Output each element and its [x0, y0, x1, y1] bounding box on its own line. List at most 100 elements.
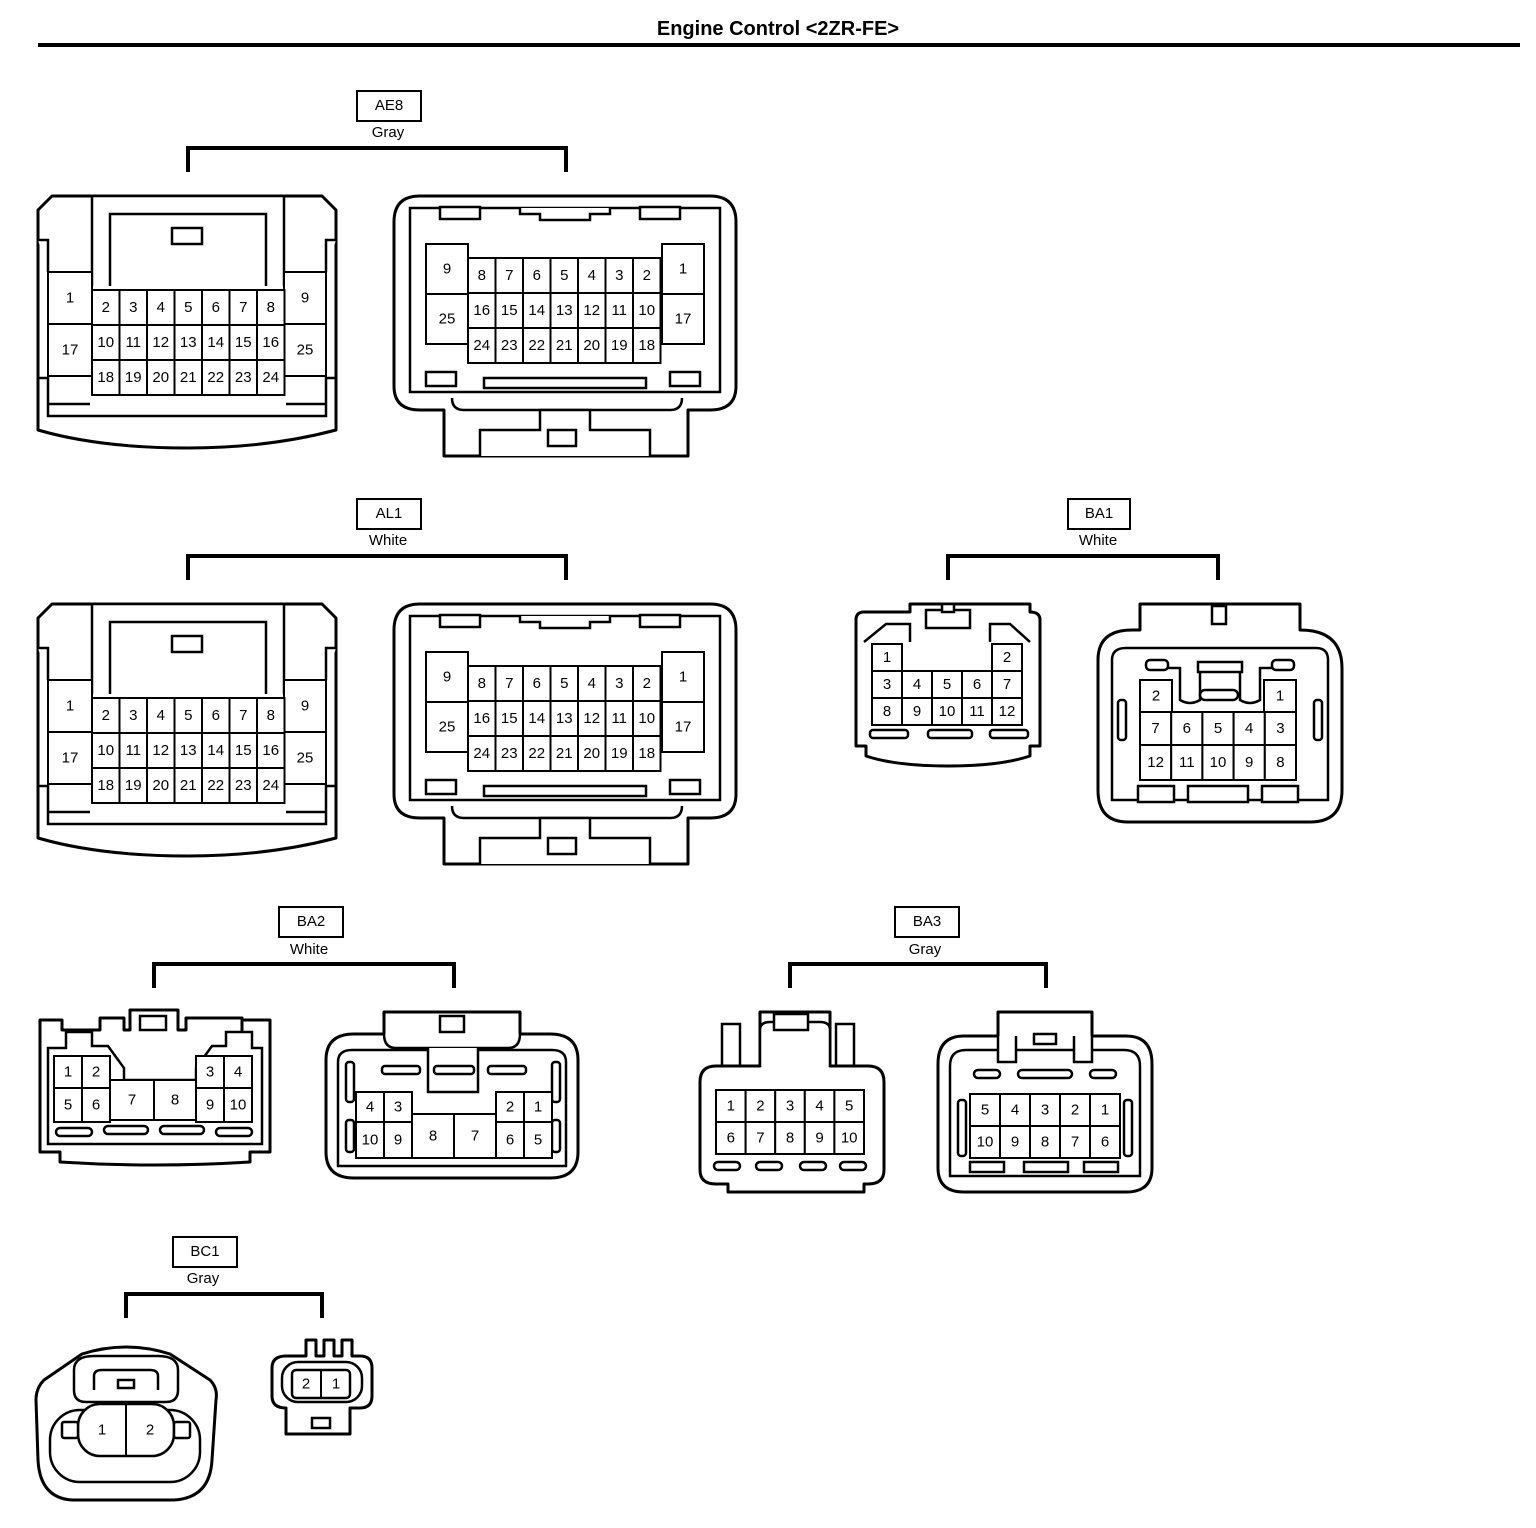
- pin-cavity: [201, 324, 231, 361]
- pin-cavity: [774, 1089, 806, 1123]
- pin-number: 6: [533, 267, 541, 284]
- pin-cavity: [173, 324, 203, 361]
- pin-cavity: [467, 700, 497, 737]
- pin-cavity: [991, 697, 1023, 726]
- pin-number: 2: [506, 1099, 514, 1116]
- pin-number: 10: [841, 1130, 858, 1147]
- pin-cavity: [661, 701, 705, 753]
- pin-cavity: [494, 735, 524, 772]
- pin-number: 9: [301, 290, 309, 307]
- pin-cavity: [803, 1089, 836, 1123]
- pin-number: 13: [556, 710, 573, 727]
- connector-skirt: [450, 805, 684, 820]
- pin-cavity: [91, 324, 121, 361]
- pin-number: 5: [943, 676, 951, 693]
- connector-side-rib: [38, 646, 336, 680]
- connector-base-rib: [38, 784, 336, 826]
- pin-number: 1: [679, 669, 687, 686]
- pin-cavity: [1201, 744, 1235, 781]
- connector-rib: [550, 1118, 562, 1154]
- pin-number: 8: [786, 1130, 794, 1147]
- connector-rib: [1082, 1160, 1120, 1174]
- connector-rib: [712, 1160, 742, 1172]
- pin-number: 13: [556, 302, 573, 319]
- pin-number: 17: [62, 750, 79, 767]
- pin-number: 15: [235, 742, 252, 759]
- pin-number: 9: [1011, 1134, 1019, 1151]
- pin-number: 5: [1214, 720, 1222, 737]
- pin-cavity: [47, 271, 93, 325]
- pin-number: 17: [62, 342, 79, 359]
- pin-number: 12: [583, 302, 600, 319]
- pin-number: 3: [394, 1099, 402, 1116]
- pin-number: 1: [332, 1376, 340, 1393]
- pin-number: 4: [366, 1099, 374, 1116]
- pin-number: 24: [473, 337, 490, 354]
- pin-number: 4: [913, 676, 921, 693]
- pin-cavity: [549, 700, 579, 737]
- connector-rib: [1186, 784, 1250, 804]
- pin-number: 10: [97, 334, 114, 351]
- pin-number: 5: [560, 675, 568, 692]
- pin-cavity: [118, 697, 148, 734]
- pin-number: 12: [152, 334, 169, 351]
- pin-number: 9: [443, 669, 451, 686]
- pin-cavity: [744, 1121, 777, 1155]
- connector-lock: [940, 602, 956, 614]
- connector-rib: [424, 370, 458, 388]
- pin-number: 8: [478, 267, 486, 284]
- connector-rib: [668, 370, 702, 388]
- pin-number: 5: [184, 707, 192, 724]
- connector-rib: [798, 1160, 828, 1172]
- pin-number: 10: [97, 742, 114, 759]
- pin-number: 7: [1151, 720, 1159, 737]
- pin-cavity: [549, 735, 579, 772]
- pin-cavity: [195, 1087, 225, 1123]
- pin-cavity: [81, 1087, 111, 1123]
- connector-rib: [344, 1060, 356, 1104]
- pin-number: 11: [611, 302, 627, 319]
- pin-number: 20: [583, 337, 600, 354]
- connector-code-ba1: BA1: [1067, 498, 1131, 530]
- pin-cavity: [425, 243, 469, 295]
- pin-number: 6: [727, 1130, 735, 1147]
- pin-cavity: [146, 697, 176, 734]
- pin-cavity: [1232, 711, 1266, 746]
- pin-number: 3: [129, 707, 137, 724]
- connector-lock: [1210, 604, 1228, 626]
- pin-number: 12: [152, 742, 169, 759]
- connector-latch: [720, 1022, 856, 1066]
- pin-number: 22: [528, 745, 545, 762]
- pin-number: 2: [102, 299, 110, 316]
- pin-cavity: [833, 1089, 866, 1123]
- pin-number: 24: [262, 777, 279, 794]
- pin-number: 8: [1041, 1134, 1049, 1151]
- pin-number: 25: [297, 750, 314, 767]
- pin-number: 5: [845, 1098, 853, 1115]
- pin-cavity: [494, 700, 524, 737]
- pin-number: 1: [1101, 1102, 1109, 1119]
- pin-number: 3: [1276, 720, 1284, 737]
- pin-number: 4: [157, 707, 165, 724]
- pin-number: 6: [973, 676, 981, 693]
- connector-rib: [868, 728, 910, 740]
- pin-number: 8: [883, 703, 891, 720]
- pin-cavity: [871, 643, 903, 672]
- connector-rib: [638, 613, 682, 629]
- pin-number: 6: [1183, 720, 1191, 737]
- connector-lock: [170, 634, 204, 654]
- pin-number: 3: [615, 267, 623, 284]
- pin-number: 14: [207, 742, 224, 759]
- pin-cavity: [961, 697, 993, 726]
- pin-cavity: [1263, 744, 1298, 781]
- pin-number: 5: [64, 1097, 72, 1114]
- connector-lock: [138, 1014, 168, 1032]
- connector-lock: [310, 1416, 332, 1430]
- connector-rib: [344, 1118, 356, 1154]
- pin-number: 12: [1147, 754, 1164, 771]
- pin-number: 18: [638, 745, 655, 762]
- pin-cavity: [1089, 1093, 1121, 1127]
- connector-rib: [754, 1160, 784, 1172]
- pin-cavity: [109, 1079, 155, 1121]
- connector-rib: [972, 1068, 1002, 1080]
